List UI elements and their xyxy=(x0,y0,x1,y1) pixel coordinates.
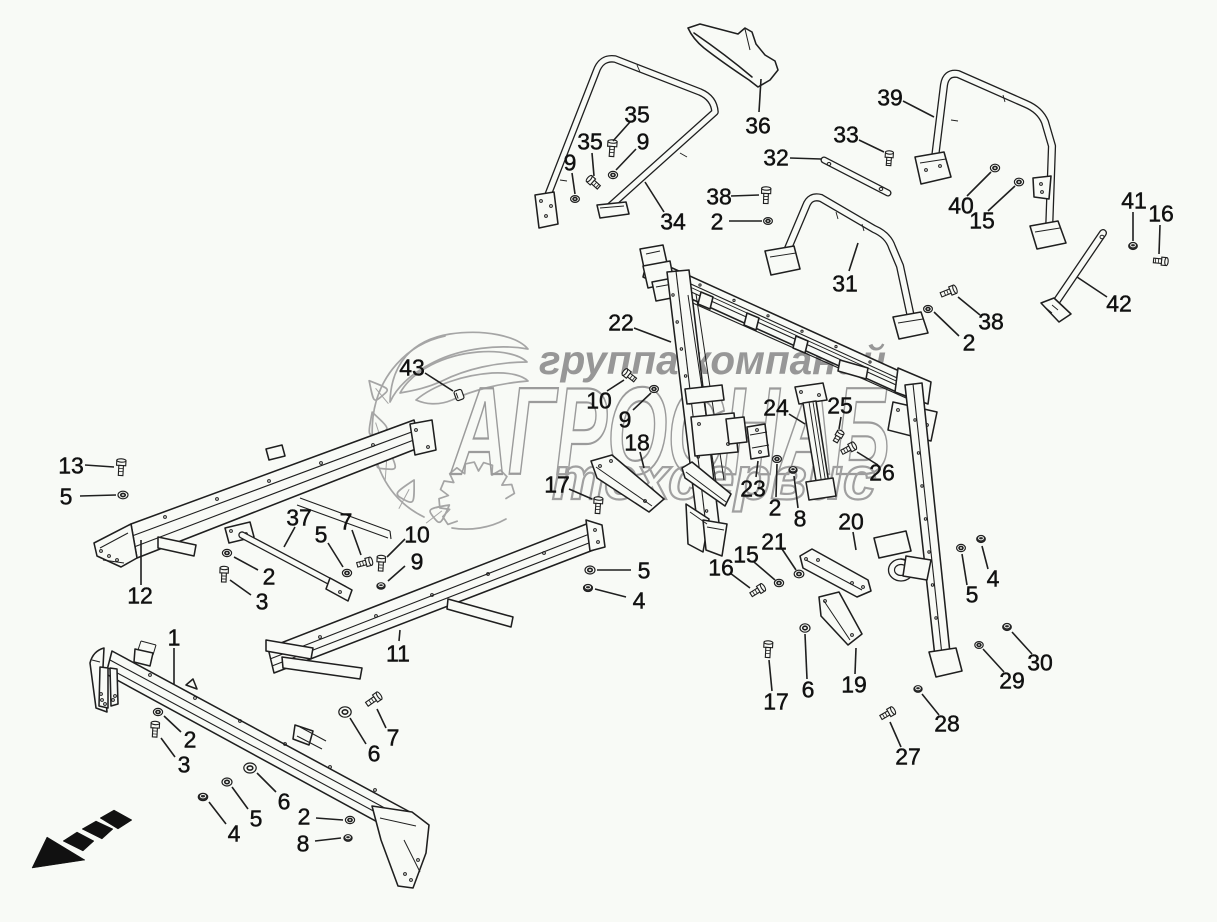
svg-text:4: 4 xyxy=(987,565,1000,591)
svg-text:33: 33 xyxy=(833,121,859,147)
svg-text:30: 30 xyxy=(1027,649,1053,675)
svg-text:8: 8 xyxy=(297,830,310,856)
svg-text:29: 29 xyxy=(999,667,1025,693)
svg-text:8: 8 xyxy=(794,505,807,531)
svg-text:10: 10 xyxy=(586,387,612,413)
svg-text:26: 26 xyxy=(869,459,895,485)
svg-text:41: 41 xyxy=(1121,187,1147,213)
svg-text:17: 17 xyxy=(763,688,789,714)
svg-text:16: 16 xyxy=(1148,200,1174,226)
svg-text:3: 3 xyxy=(178,751,191,777)
svg-text:12: 12 xyxy=(127,582,153,608)
svg-text:28: 28 xyxy=(934,710,960,736)
svg-text:23: 23 xyxy=(740,475,766,501)
svg-text:32: 32 xyxy=(763,144,789,170)
svg-text:11: 11 xyxy=(386,640,410,666)
svg-text:38: 38 xyxy=(706,183,732,209)
svg-text:7: 7 xyxy=(387,724,400,750)
svg-text:40: 40 xyxy=(948,192,974,218)
svg-text:5: 5 xyxy=(966,581,979,607)
svg-text:15: 15 xyxy=(969,207,995,233)
svg-text:43: 43 xyxy=(399,354,425,380)
svg-text:21: 21 xyxy=(761,528,787,554)
svg-text:4: 4 xyxy=(228,820,241,846)
svg-text:2: 2 xyxy=(263,563,276,589)
svg-text:25: 25 xyxy=(827,392,853,418)
svg-text:10: 10 xyxy=(404,521,430,547)
svg-text:2: 2 xyxy=(184,726,197,752)
svg-text:38: 38 xyxy=(978,308,1004,334)
svg-text:2: 2 xyxy=(963,329,976,355)
svg-text:9: 9 xyxy=(564,149,577,175)
svg-text:7: 7 xyxy=(340,508,353,534)
svg-text:31: 31 xyxy=(832,270,858,296)
svg-text:35: 35 xyxy=(624,101,650,127)
svg-text:6: 6 xyxy=(368,740,381,766)
svg-text:5: 5 xyxy=(638,557,651,583)
svg-text:2: 2 xyxy=(769,494,782,520)
svg-text:35: 35 xyxy=(577,128,603,154)
svg-text:6: 6 xyxy=(278,788,291,814)
svg-text:5: 5 xyxy=(315,521,328,547)
svg-text:6: 6 xyxy=(802,676,815,702)
svg-text:18: 18 xyxy=(624,429,650,455)
svg-text:22: 22 xyxy=(608,309,634,335)
svg-text:39: 39 xyxy=(877,84,903,110)
svg-text:36: 36 xyxy=(745,112,771,138)
svg-text:16: 16 xyxy=(708,554,734,580)
svg-text:13: 13 xyxy=(58,452,84,478)
svg-text:34: 34 xyxy=(660,208,686,234)
svg-text:5: 5 xyxy=(250,805,263,831)
svg-text:9: 9 xyxy=(619,406,632,432)
svg-text:19: 19 xyxy=(841,671,867,697)
svg-text:17: 17 xyxy=(544,471,570,497)
svg-text:42: 42 xyxy=(1106,290,1132,316)
svg-text:2: 2 xyxy=(711,208,724,234)
svg-text:3: 3 xyxy=(256,588,269,614)
svg-text:15: 15 xyxy=(733,541,759,567)
svg-text:9: 9 xyxy=(637,128,650,154)
svg-text:27: 27 xyxy=(895,743,921,769)
svg-text:2: 2 xyxy=(298,803,311,829)
svg-text:37: 37 xyxy=(286,504,312,530)
svg-text:24: 24 xyxy=(763,394,789,420)
svg-text:1: 1 xyxy=(168,624,181,650)
svg-text:20: 20 xyxy=(838,508,864,534)
svg-text:9: 9 xyxy=(411,548,424,574)
svg-text:5: 5 xyxy=(60,483,73,509)
svg-text:4: 4 xyxy=(633,587,646,613)
